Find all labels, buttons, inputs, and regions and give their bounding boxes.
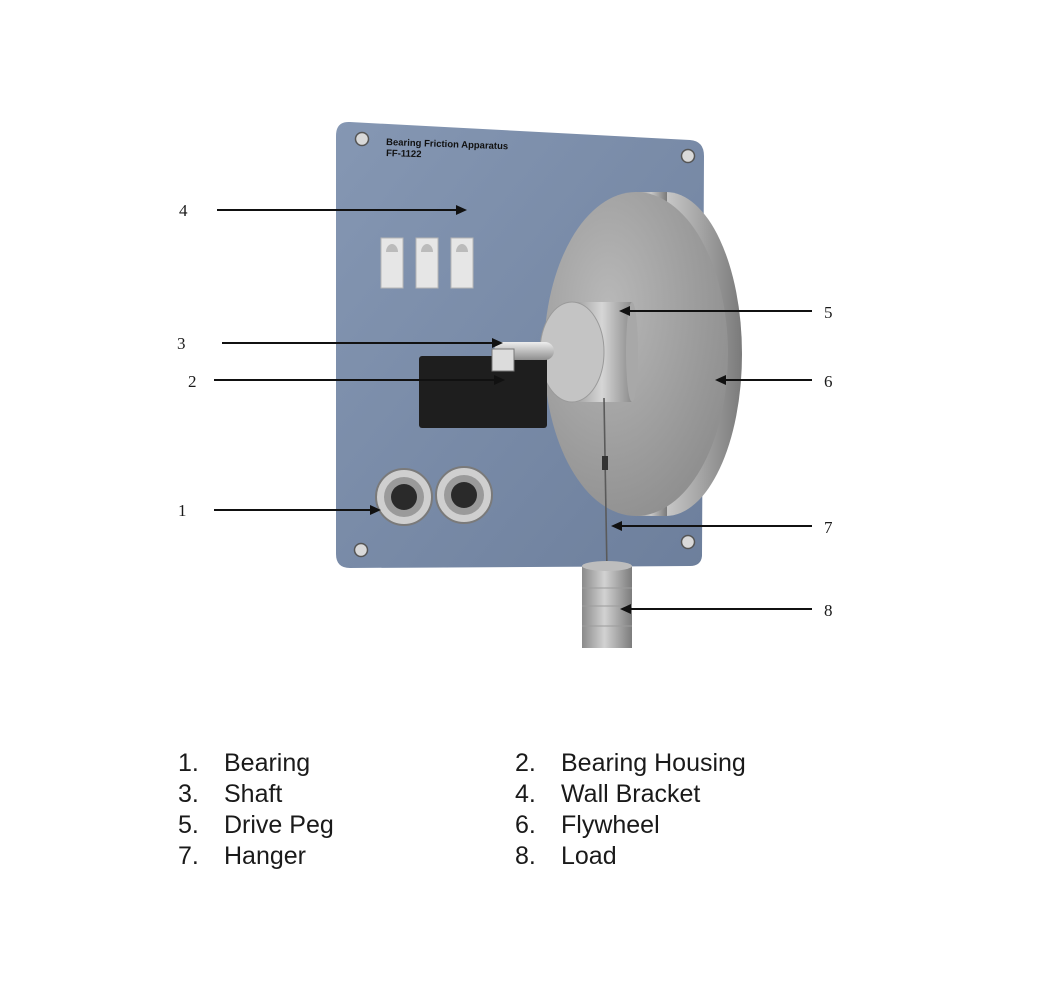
screw-icon [353, 542, 369, 558]
load-weight [582, 561, 632, 648]
callout-5: 5 [824, 303, 833, 322]
legend-number: 4. [515, 780, 536, 808]
callout-arrows [214, 205, 812, 614]
legend-label: Bearing Housing [561, 749, 746, 777]
legend-number: 3. [178, 780, 199, 808]
legend-label: Wall Bracket [561, 780, 701, 808]
legend-number: 8. [515, 842, 536, 870]
spare-housing-blocks [380, 237, 474, 289]
callout-1: 1 [178, 501, 187, 520]
bearing-icon [435, 466, 493, 524]
legend-label: Drive Peg [224, 811, 334, 839]
callout-2: 2 [188, 372, 197, 391]
callout-8: 8 [824, 601, 833, 620]
legend-label: Bearing [224, 749, 311, 777]
parts-legend: 1. Bearing 2. Bearing Housing 3. Shaft 4. Wa… [178, 748, 818, 872]
legend-item: 1. Bearing [178, 748, 515, 779]
legend-item: 3. Shaft [178, 779, 515, 810]
screw-icon [354, 131, 370, 147]
screw-icon [680, 534, 696, 550]
legend-item: 7. Hanger [178, 841, 515, 872]
legend-number: 1. [178, 749, 199, 777]
plate-title: Bearing Friction Apparatus [386, 137, 508, 152]
callout-4: 4 [179, 201, 188, 220]
screw-icon [680, 148, 696, 164]
legend-item: 4. Wall Bracket [515, 779, 815, 810]
drive-peg [539, 301, 638, 403]
legend-number: 7. [178, 842, 199, 870]
bearing-icon [375, 468, 433, 526]
callout-7: 7 [824, 518, 833, 537]
legend-item: 6. Flywheel [515, 810, 815, 841]
legend-label: Hanger [224, 842, 306, 870]
callout-3: 3 [177, 334, 186, 353]
legend-number: 5. [178, 811, 199, 839]
legend-item: 5. Drive Peg [178, 810, 515, 841]
callout-6: 6 [824, 372, 833, 391]
legend-item: 8. Load [515, 841, 815, 872]
plate-model: FF-1122 [386, 148, 422, 160]
hanger [602, 397, 608, 573]
legend-label: Load [561, 842, 617, 870]
legend-label: Shaft [224, 780, 283, 808]
bearing-housing [419, 356, 547, 428]
legend-number: 2. [515, 749, 536, 777]
legend-number: 6. [515, 811, 536, 839]
legend-item: 2. Bearing Housing [515, 748, 815, 779]
legend-label: Flywheel [561, 811, 660, 839]
shaft [491, 342, 554, 372]
